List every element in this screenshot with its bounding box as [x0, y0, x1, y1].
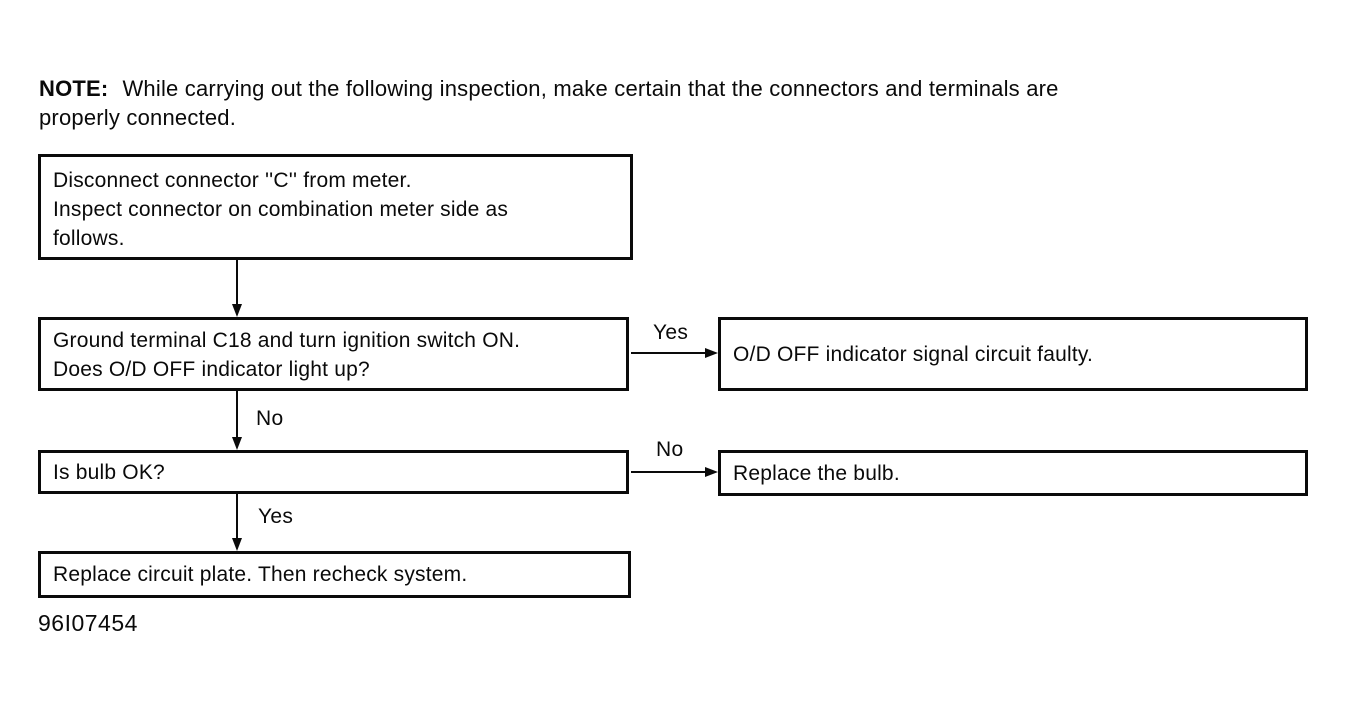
connector-step1-step2-arrowhead-icon — [232, 304, 242, 317]
note-label: NOTE: — [39, 76, 109, 101]
connector-step3-step4-line — [236, 494, 238, 538]
connector-step1-step2-line — [236, 260, 238, 304]
branch-label-step3-yes: Yes — [258, 505, 294, 528]
connector-step3-no-arrowhead-icon — [705, 467, 718, 477]
flow-box-step2: Ground terminal C18 and turn ignition sw… — [38, 317, 629, 391]
figure-code: 96I07454 — [38, 610, 138, 636]
connector-step2-yes-arrowhead-icon — [705, 348, 718, 358]
connector-step2-yes-line — [631, 352, 707, 354]
connector-step2-step3-arrowhead-icon — [232, 437, 242, 450]
connector-step2-step3-line — [236, 391, 238, 437]
note: NOTE:While carrying out the following in… — [39, 74, 1307, 132]
flow-box-step1: Disconnect connector ''C'' from meter. I… — [38, 154, 633, 260]
flow-box-step4: Replace circuit plate. Then recheck syst… — [38, 551, 631, 598]
note-text: While carrying out the following inspect… — [39, 76, 1059, 130]
flow-box-step3: Is bulb OK? — [38, 450, 629, 494]
flow-box-step3-no-result: Replace the bulb. — [718, 450, 1308, 496]
connector-step3-no-line — [631, 471, 707, 473]
branch-label-step3-no: No — [656, 438, 684, 461]
flow-box-step2-yes-result: O/D OFF indicator signal circuit faulty. — [718, 317, 1308, 391]
branch-label-step2-yes: Yes — [653, 321, 689, 344]
branch-label-step2-no: No — [256, 407, 284, 430]
connector-step3-step4-arrowhead-icon — [232, 538, 242, 551]
